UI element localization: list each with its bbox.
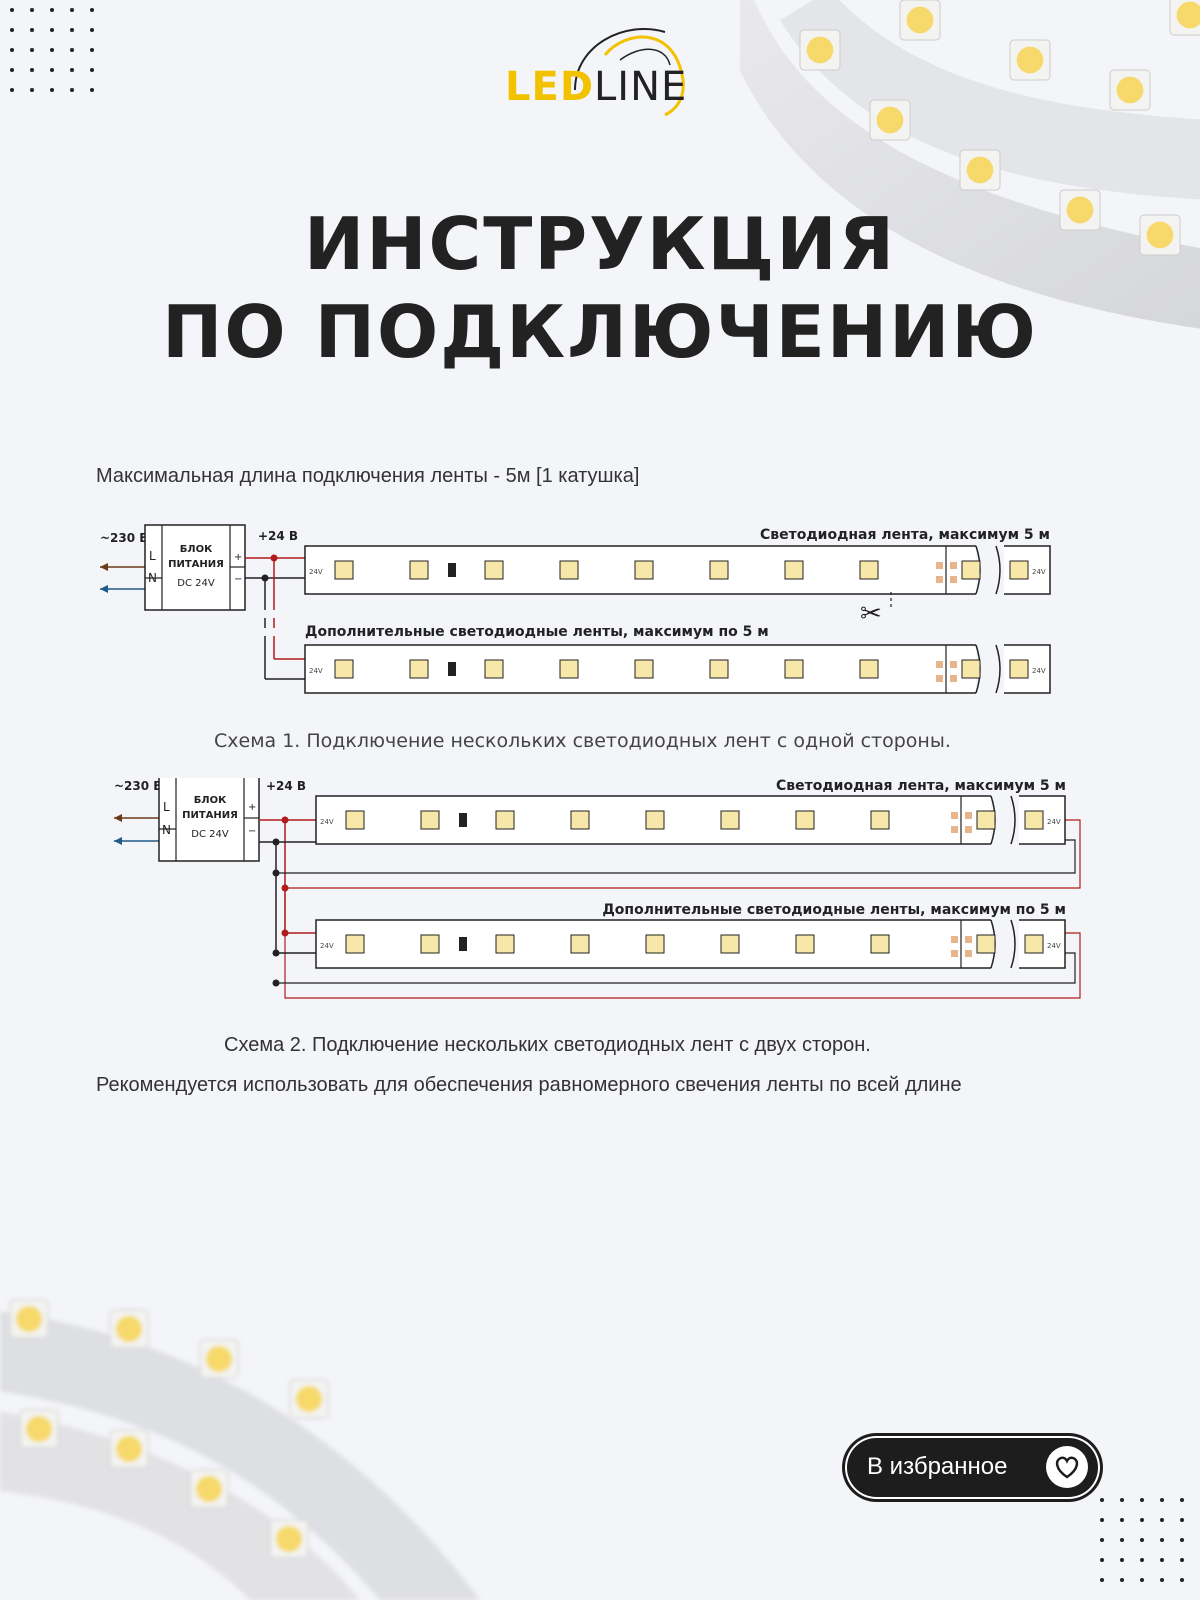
- arrow-left-icon: [100, 563, 108, 571]
- title-line-2: ПО ПОДКЛЮЧЕНИЮ: [162, 290, 1038, 374]
- dot-grid-bottom-right: [1092, 1490, 1192, 1590]
- led-chip: [709, 560, 729, 580]
- led-chip: [570, 810, 590, 830]
- logo-led-text: LED: [505, 64, 595, 110]
- plus-terminal: +: [234, 552, 242, 563]
- dot-grid-top-left: [2, 0, 102, 100]
- led-chip: [409, 659, 429, 679]
- led-chip: [559, 560, 579, 580]
- led-chip: [859, 659, 879, 679]
- led-chip: [334, 560, 354, 580]
- led-chip: [484, 560, 504, 580]
- resistor: [459, 813, 467, 827]
- brand-logo: LEDLINE: [505, 20, 705, 117]
- wiring-diagram-1: ~230 В L N БЛОК ПИТАНИЯ DC 24V + − +24 В…: [100, 524, 1051, 695]
- psu-text-1: БЛОК: [180, 544, 213, 555]
- psu-text-1: БЛОК: [194, 795, 227, 806]
- led-chip: [784, 560, 804, 580]
- led-chip: [634, 659, 654, 679]
- led-chip: [784, 659, 804, 679]
- led-strip-photo-top: [740, 0, 1200, 329]
- led-chip: [645, 810, 665, 830]
- led-chip: [645, 934, 665, 954]
- scheme2-note: Рекомендуется использовать для обеспечен…: [96, 1074, 962, 1096]
- led-chip: [859, 560, 879, 580]
- favorites-button-label: В избранное: [867, 1453, 1008, 1480]
- add-to-favorites-button[interactable]: В избранное: [845, 1436, 1100, 1499]
- led-chip: [495, 934, 515, 954]
- page-title: ИНСТРУКЦИЯ ПО ПОДКЛЮЧЕНИЮ: [0, 200, 1200, 376]
- psu-text-2: ПИТАНИЯ: [182, 810, 238, 821]
- terminal-l: L: [163, 800, 170, 814]
- led-chip: [420, 810, 440, 830]
- arrow-left-icon: [114, 837, 122, 845]
- strip2-label: Дополнительные светодиодные ленты, макси…: [602, 902, 1066, 918]
- terminal-n: N: [162, 823, 171, 837]
- led-strip: 24V 24V: [304, 643, 1051, 695]
- svg-text:24V: 24V: [1047, 818, 1061, 826]
- led-chip: [345, 810, 365, 830]
- arrow-left-icon: [100, 585, 108, 593]
- wiring-diagram-2: ~230 В L N БЛОК ПИТАНИЯ DC 24V + − +24 В…: [114, 778, 1081, 999]
- svg-text:24V: 24V: [309, 667, 323, 675]
- resistor: [459, 937, 467, 951]
- led-chip: [495, 810, 515, 830]
- psu-text-3: DC 24V: [191, 829, 229, 840]
- strip2-label: Дополнительные светодиодные ленты, макси…: [305, 624, 769, 640]
- svg-text:24V: 24V: [1032, 667, 1046, 675]
- led-chip: [559, 659, 579, 679]
- title-line-1: ИНСТРУКЦИЯ: [303, 202, 897, 286]
- voltage-out-label: +24 В: [258, 529, 298, 543]
- scheme2-caption: Схема 2. Подключение нескольких светодио…: [224, 1034, 871, 1056]
- plus-terminal: +: [248, 802, 256, 813]
- led-chip: [334, 659, 354, 679]
- led-chip: [870, 934, 890, 954]
- resistor: [448, 662, 456, 676]
- scissors-icon: ✂: [860, 599, 882, 629]
- psu-text-3: DC 24V: [177, 578, 215, 589]
- led-chip: [795, 810, 815, 830]
- led-chip: [420, 934, 440, 954]
- svg-text:24V: 24V: [309, 568, 323, 576]
- minus-terminal: −: [248, 826, 256, 837]
- led-chip: [720, 810, 740, 830]
- svg-text:24V: 24V: [320, 818, 334, 826]
- intro-text: Максимальная длина подключения ленты - 5…: [96, 465, 640, 487]
- led-chip: [720, 934, 740, 954]
- scheme1-caption: Схема 1. Подключение нескольких светодио…: [214, 730, 951, 752]
- led-chip: [634, 560, 654, 580]
- terminal-n: N: [148, 571, 157, 585]
- led-chip: [570, 934, 590, 954]
- svg-text:24V: 24V: [1032, 568, 1046, 576]
- logo-line-text: LINE: [594, 64, 688, 110]
- psu-text-2: ПИТАНИЯ: [168, 559, 224, 570]
- logo-arc-icon: [574, 28, 685, 117]
- led-chip: [795, 934, 815, 954]
- strip1-label: Светодиодная лента, максимум 5 м: [776, 778, 1066, 794]
- arrow-left-icon: [114, 814, 122, 822]
- led-chip: [484, 659, 504, 679]
- led-strip-photo-bottom: [0, 1299, 480, 1600]
- resistor: [448, 563, 456, 577]
- led-chip: [709, 659, 729, 679]
- svg-text:24V: 24V: [1047, 942, 1061, 950]
- svg-text:24V: 24V: [320, 942, 334, 950]
- led-chip: [870, 810, 890, 830]
- led-strip: 24V 24V: [315, 794, 1066, 846]
- minus-terminal: −: [234, 574, 242, 585]
- heart-icon: [1046, 1446, 1088, 1488]
- terminal-l: L: [149, 549, 156, 563]
- voltage-in-label: ~230 В: [100, 531, 148, 545]
- voltage-out-label: +24 В: [266, 779, 306, 793]
- strip1-label: Светодиодная лента, максимум 5 м: [760, 527, 1050, 543]
- led-strip: 24V 24V: [304, 544, 1051, 596]
- led-chip: [345, 934, 365, 954]
- led-chip: [409, 560, 429, 580]
- voltage-in-label: ~230 В: [114, 779, 162, 793]
- led-strip: 24V 24V: [315, 918, 1066, 970]
